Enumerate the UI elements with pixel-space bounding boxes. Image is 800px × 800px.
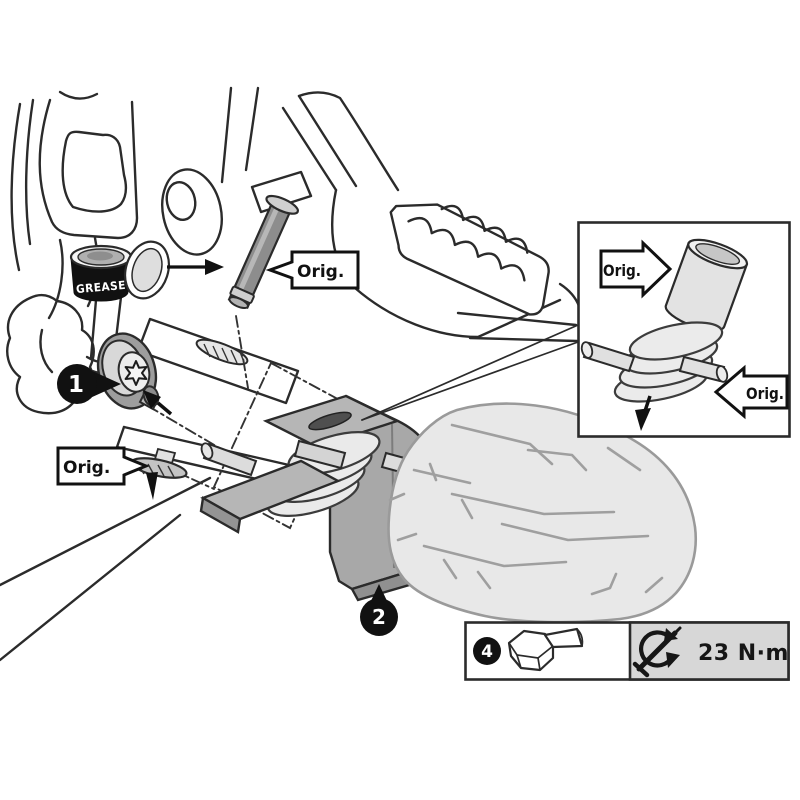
mounting-plate (136, 317, 300, 405)
torque-icon (632, 626, 682, 678)
torque-value: 23 N·m (698, 641, 789, 666)
washer-original (130, 447, 188, 500)
grease-tin-lid (124, 240, 170, 300)
inset-detail-box: Orig. Orig. (577, 221, 791, 438)
callout-step-4: 4 (473, 637, 501, 665)
footpeg-tread-lines (388, 423, 664, 596)
orig-callout-washer: Orig. (56, 446, 150, 486)
orig-callout-bushing: Orig. (599, 239, 673, 299)
screw-arrow-icon (143, 390, 173, 416)
inset-leader-lines (361, 324, 579, 421)
serrated-footpeg-original (389, 203, 550, 316)
adapter-slot (308, 411, 352, 431)
inset-bushing (664, 238, 749, 332)
callout-step-1: 1 (57, 364, 121, 404)
orig-callout-washer-label: Orig. (63, 458, 110, 478)
inset-spring-arrow-icon (635, 395, 652, 431)
grease-tin: GREASE (69, 240, 224, 302)
torx-star-icon (124, 360, 148, 386)
hex-bolt (507, 627, 584, 672)
washer-arrow-icon (146, 472, 158, 500)
callout-step-4-number: 4 (481, 642, 493, 662)
orig-callout-pin-label: Orig. (297, 262, 344, 282)
orig-callout-pin: Orig. (265, 250, 360, 290)
grease-label: GREASE (75, 278, 126, 296)
grease-arrow-icon (167, 259, 224, 275)
callout-step-1-number: 1 (68, 372, 84, 398)
callout-step-2-number: 2 (372, 605, 386, 629)
hardware-info-box: 4 23 N·m (464, 621, 790, 681)
orig-callout-bushing-label: Orig. (603, 261, 641, 280)
inset-spring (580, 321, 729, 403)
orig-callout-spring: Orig. (713, 364, 789, 420)
callout-step-2: 2 (360, 584, 398, 636)
pivot-pin (227, 194, 300, 310)
orig-callout-spring-label: Orig. (746, 384, 784, 403)
